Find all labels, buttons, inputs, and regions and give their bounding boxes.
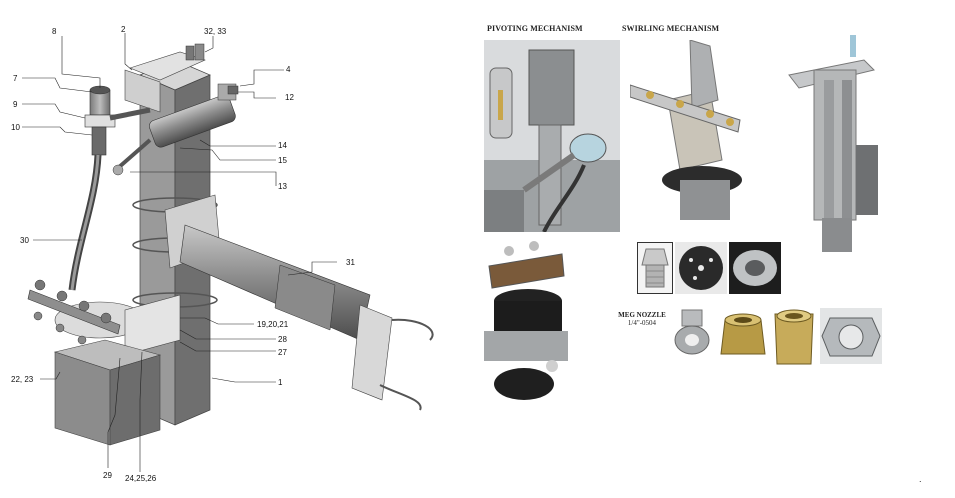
callout-15: 15 — [278, 156, 287, 165]
trailing-dot: . — [919, 474, 922, 484]
meg-nozzle-label: MEG NOZZLE 1/4"-0504 — [607, 311, 677, 327]
photo-swirl-disc — [675, 242, 727, 294]
photo-brass-sleeve — [769, 306, 819, 368]
photo-pivoting-top — [484, 40, 620, 232]
callout-7: 7 — [13, 74, 18, 83]
photo-nozzle-body — [672, 304, 714, 360]
callout-1: 1 — [278, 378, 283, 387]
photo-nozzle-cap — [729, 242, 781, 294]
photo-nozzle-tip — [637, 242, 673, 294]
callout-24-25-26: 24,25,26 — [125, 474, 157, 483]
callout-31: 31 — [346, 258, 355, 267]
top-clamp — [124, 43, 206, 113]
photo-brass-nut — [717, 306, 769, 364]
lower-clamp — [124, 294, 181, 356]
photo-swirling-assembly — [784, 30, 880, 252]
callout-12: 12 — [285, 93, 294, 102]
callout-2: 2 — [121, 25, 126, 34]
callout-27: 27 — [278, 348, 287, 357]
meg-nozzle-name: MEG NOZZLE — [618, 311, 666, 319]
callout-4: 4 — [286, 65, 291, 74]
callout-labels: 8 2 32, 33 4 7 12 9 10 14 15 13 30 31 19… — [11, 25, 355, 483]
callout-32-33: 32, 33 — [204, 27, 227, 36]
callout-22-23: 22, 23 — [11, 375, 34, 384]
pneumatic-cylinder — [112, 83, 239, 176]
pivoting-mechanism-title: PIVOTING MECHANISM — [487, 24, 583, 33]
callout-8: 8 — [52, 27, 57, 36]
photo-steel-nut — [820, 308, 882, 364]
callout-13: 13 — [278, 182, 287, 191]
callout-9: 9 — [13, 100, 18, 109]
base-box — [53, 339, 162, 446]
swirling-mechanism-title: SWIRLING MECHANISM — [622, 24, 720, 33]
callout-14: 14 — [278, 141, 287, 150]
arm-tube — [164, 194, 434, 411]
assembly-drawing: 8 2 32, 33 4 7 12 9 10 14 15 13 30 31 19… — [11, 25, 434, 483]
photo-swirling-bar — [630, 40, 745, 220]
callout-28: 28 — [278, 335, 287, 344]
callout-29: 29 — [103, 471, 112, 480]
callout-30: 30 — [20, 236, 29, 245]
callout-10: 10 — [11, 123, 20, 132]
leader-lines — [22, 33, 337, 472]
callout-19-20-21: 19,20,21 — [257, 320, 289, 329]
photo-pivoting-bottom — [484, 236, 568, 404]
nozzle-mount — [84, 85, 151, 156]
meg-nozzle-size: 1/4"-0504 — [627, 319, 657, 327]
